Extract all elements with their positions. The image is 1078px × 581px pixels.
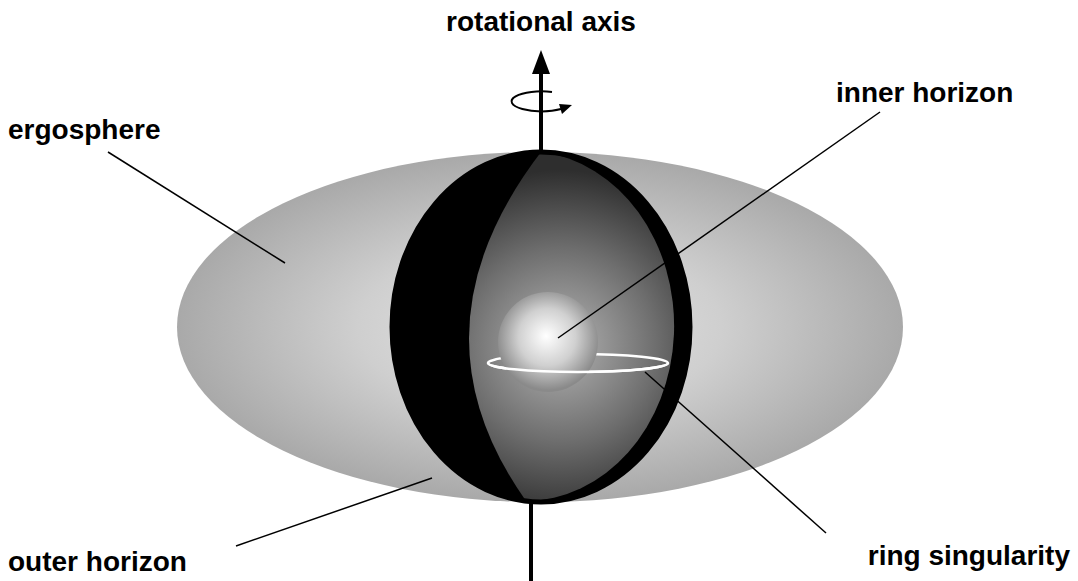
ergosphere-shape [177,152,903,502]
ring-singularity-front [488,363,668,372]
leader-line [236,478,432,546]
callout-label: outer horizon [8,546,187,578]
callout-label: inner horizon [836,77,1013,109]
rotation-arrowhead [559,104,572,114]
inner-horizon-sphere [498,292,598,392]
leader-line [108,152,285,263]
outer-horizon-interior [469,152,674,501]
axis-line [529,500,533,581]
callout-label: rotational axis [446,6,636,38]
outer-horizon-outline [392,152,690,502]
rotation-arc [512,91,561,111]
leader-line [558,112,880,338]
callout-label: ergosphere [8,114,161,146]
callout-label: ring singularity [868,540,1070,572]
axis-arrowhead [532,50,550,74]
leader-line [645,372,826,533]
outer-horizon-shell [392,152,690,502]
